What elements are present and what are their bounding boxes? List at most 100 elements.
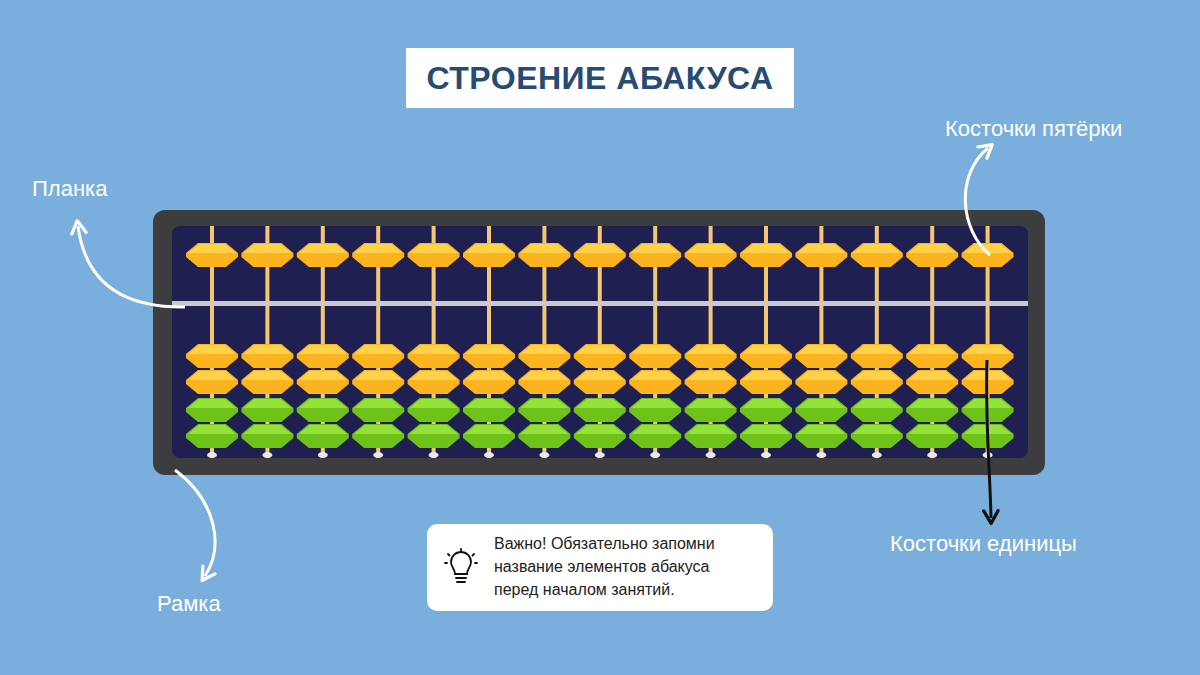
abacus-bead xyxy=(740,243,792,267)
abacus-field xyxy=(172,226,1028,458)
abacus-bead xyxy=(851,243,903,267)
abacus-bead xyxy=(352,398,404,422)
abacus-bead xyxy=(740,370,792,394)
abacus-bead xyxy=(297,424,349,448)
abacus-bead xyxy=(408,344,460,368)
abacus-bead xyxy=(629,344,681,368)
abacus-bead xyxy=(851,424,903,448)
abacus-bead xyxy=(297,370,349,394)
abacus-bead xyxy=(408,243,460,267)
abacus-bead xyxy=(574,243,626,267)
abacus-bead xyxy=(518,398,570,422)
abacus-bead xyxy=(518,344,570,368)
abacus-bead xyxy=(629,398,681,422)
leader-arrow xyxy=(78,226,185,307)
rod-tip xyxy=(207,452,217,458)
rod-tip xyxy=(539,452,549,458)
lightbulb-icon xyxy=(444,548,478,588)
rod-tip xyxy=(373,452,383,458)
abacus-bead xyxy=(795,398,847,422)
abacus-bead xyxy=(795,424,847,448)
abacus-bead xyxy=(518,243,570,267)
rod-tip xyxy=(761,452,771,458)
abacus-bead xyxy=(241,243,293,267)
abacus-bead xyxy=(297,398,349,422)
abacus-bead xyxy=(740,424,792,448)
abacus-bead xyxy=(463,424,515,448)
abacus-bead xyxy=(186,424,238,448)
abacus-bar xyxy=(172,301,1028,306)
abacus-bead xyxy=(906,424,958,448)
abacus-bead xyxy=(851,370,903,394)
abacus-bead xyxy=(241,370,293,394)
leader-arrow xyxy=(175,470,215,576)
abacus-bead xyxy=(629,370,681,394)
part-label: Косточки единицы xyxy=(890,531,1077,557)
abacus-bead xyxy=(408,398,460,422)
abacus-bead xyxy=(352,370,404,394)
abacus-bead xyxy=(463,370,515,394)
title: СТРОЕНИЕ АБАКУСА xyxy=(426,60,773,97)
abacus-bead xyxy=(906,398,958,422)
abacus-bead xyxy=(795,370,847,394)
abacus-bead xyxy=(241,344,293,368)
abacus-bead xyxy=(574,370,626,394)
abacus-bead xyxy=(629,243,681,267)
abacus-bead xyxy=(795,344,847,368)
rod-tip xyxy=(706,452,716,458)
abacus-bead xyxy=(297,344,349,368)
note-box: Важно! Обязательно запомни название элем… xyxy=(427,524,773,611)
abacus-bead xyxy=(408,370,460,394)
leader-arrow xyxy=(965,148,990,255)
abacus-frame xyxy=(153,210,1045,475)
rod-tip xyxy=(318,452,328,458)
title-box: СТРОЕНИЕ АБАКУСА xyxy=(406,48,793,108)
abacus-bead xyxy=(352,344,404,368)
abacus-bead xyxy=(186,370,238,394)
rod-tip xyxy=(927,452,937,458)
abacus-bead xyxy=(518,370,570,394)
abacus-bead xyxy=(352,243,404,267)
part-label: Планка xyxy=(32,176,107,202)
abacus-bead xyxy=(685,398,737,422)
rod-tip xyxy=(484,452,494,458)
note-text: Важно! Обязательно запомни название элем… xyxy=(494,532,743,601)
abacus-bead xyxy=(463,398,515,422)
part-label: Рамка xyxy=(157,591,221,617)
abacus-bead xyxy=(795,243,847,267)
abacus-bead xyxy=(962,243,1014,267)
abacus-bead xyxy=(186,243,238,267)
rod-tip xyxy=(262,452,272,458)
abacus-bead xyxy=(740,398,792,422)
abacus-bead xyxy=(851,344,903,368)
abacus-bead xyxy=(186,344,238,368)
rod-tip xyxy=(595,452,605,458)
abacus-bead xyxy=(574,424,626,448)
abacus-bead xyxy=(685,424,737,448)
rod-tip xyxy=(816,452,826,458)
leader-arrow xyxy=(987,360,991,518)
abacus-bead xyxy=(463,344,515,368)
abacus-bead xyxy=(518,424,570,448)
abacus-bead xyxy=(241,398,293,422)
part-label: Косточки пятёрки xyxy=(945,116,1122,142)
abacus-bead xyxy=(906,370,958,394)
abacus-bead xyxy=(574,344,626,368)
abacus-bead xyxy=(241,424,293,448)
abacus-bead xyxy=(685,344,737,368)
rod-tip xyxy=(650,452,660,458)
abacus-bead xyxy=(574,398,626,422)
abacus-bead xyxy=(463,243,515,267)
abacus-bead xyxy=(906,344,958,368)
abacus-bead xyxy=(851,398,903,422)
abacus-bead xyxy=(685,243,737,267)
abacus-bead xyxy=(186,398,238,422)
rod-tip xyxy=(429,452,439,458)
abacus-bead xyxy=(740,344,792,368)
abacus-bead xyxy=(629,424,681,448)
abacus-bead xyxy=(297,243,349,267)
abacus-bead xyxy=(685,370,737,394)
abacus-bead xyxy=(408,424,460,448)
abacus-bead xyxy=(352,424,404,448)
abacus-bead xyxy=(906,243,958,267)
